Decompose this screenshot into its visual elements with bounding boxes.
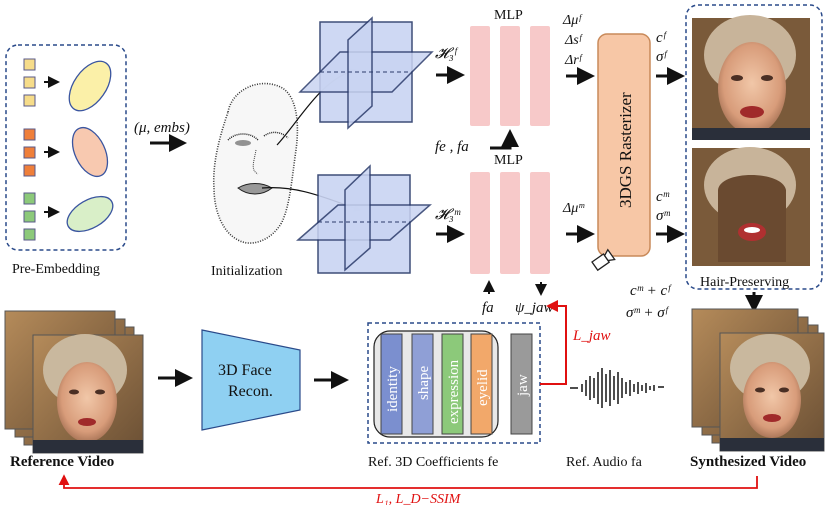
mlp-layer — [530, 26, 550, 126]
hair-preserving-box — [685, 4, 823, 290]
embedding-ellipse-green — [66, 195, 114, 233]
initialization-label: Initialization — [211, 264, 283, 279]
mlp-layer — [500, 26, 520, 126]
embedding-square — [23, 164, 36, 177]
ref-audio-label: Ref. Audio fa — [566, 455, 643, 470]
delta-s-f: Δsᶠ — [564, 33, 584, 48]
hair-preserving-label: Hair-Preserving — [700, 275, 789, 290]
triplane-face — [298, 16, 434, 130]
rasterizer-block: 3DGS Rasterizer — [597, 33, 651, 257]
coeff-bar-shape — [411, 333, 434, 435]
psi-jaw-label: ψ_jaw — [515, 300, 554, 316]
sigma-sum-label: σᵐ + σᶠ — [626, 305, 670, 321]
delta-mu-f: Δμᶠ — [562, 13, 583, 28]
h-mouth-label: 𝓗₃ᵐ — [435, 207, 461, 223]
face-recon-block: 3D Face Recon. — [201, 329, 301, 431]
delta-mu-m: Δμᵐ — [562, 201, 585, 216]
embedding-square — [23, 128, 36, 141]
synthesized-video-label: Synthesized Video — [690, 454, 806, 470]
h-face-label: 𝓗₃ᶠ — [435, 46, 459, 62]
mlp-layer — [470, 172, 490, 274]
reconstruction-loss-arrow — [58, 474, 758, 489]
loss-bottom-label: L₁, L_D−SSIM — [375, 492, 462, 505]
embedding-square — [23, 192, 36, 205]
pre-embedding-label: Pre-Embedding — [12, 262, 100, 277]
coeff-label-identity: identity — [385, 366, 401, 412]
camera-icon — [591, 248, 616, 272]
embedding-ellipse-yellow — [68, 60, 112, 112]
mlp-layer — [470, 26, 490, 126]
reference-video-label: Reference Video — [10, 454, 114, 470]
mlp-layer — [530, 172, 550, 274]
c-m-label: cᵐ — [656, 189, 670, 205]
mlp-bottom-label: MLP — [494, 153, 523, 168]
mlp-top-label: MLP — [494, 8, 523, 23]
coeff-label-jaw: jaw — [515, 374, 531, 397]
triplane-mouth — [296, 164, 432, 274]
face-recon-line1: 3D Face — [218, 362, 272, 379]
embedding-square — [23, 210, 36, 223]
embedding-square — [23, 58, 36, 71]
embedding-square — [23, 76, 36, 89]
embedding-ellipse-orange — [71, 126, 109, 178]
embedding-square — [23, 94, 36, 107]
synthesized-video-frames — [691, 308, 825, 452]
coeff-bar-eyelid — [470, 333, 493, 435]
sigma-f-label: σᶠ — [656, 49, 668, 65]
face-recon-line2: Recon. — [228, 383, 273, 400]
hair-preserved-image — [692, 147, 810, 266]
coeff-bar-identity — [380, 333, 403, 435]
coeff-label-shape: shape — [416, 366, 432, 400]
sigma-m-label: σᵐ — [656, 208, 670, 224]
c-sum-label: cᵐ + cᶠ — [630, 283, 672, 299]
ref-coefficients-label: Ref. 3D Coefficients fe — [368, 455, 498, 470]
delta-r-f: Δrᶠ — [564, 53, 584, 68]
coeff-bar-jaw — [510, 333, 533, 435]
coeff-bar-expression — [441, 333, 464, 435]
mlp-layer — [500, 172, 520, 274]
coeff-label-eyelid: eyelid — [475, 369, 491, 406]
fa-label: fa — [482, 300, 494, 316]
embedding-square — [23, 228, 36, 241]
mu-embs-label: (μ, embs) — [134, 120, 190, 136]
fe-fa-label: fe , fa — [435, 139, 469, 155]
point-cloud-head — [212, 82, 299, 244]
embedding-square — [23, 146, 36, 159]
audio-waveform — [570, 368, 664, 408]
pre-embedding-box — [5, 44, 127, 251]
rasterizer-label: 3DGS Rasterizer — [616, 92, 635, 208]
c-f-label: cᶠ — [656, 30, 668, 46]
coefficients-box: identity shape expression eyelid jaw — [367, 322, 541, 444]
rendered-face-image — [692, 15, 810, 140]
jaw-loss-arrow — [540, 300, 567, 385]
reference-video-frames — [4, 310, 144, 454]
coeff-label-expression: expression — [446, 359, 462, 424]
l-jaw-label: L_jaw — [572, 328, 611, 344]
